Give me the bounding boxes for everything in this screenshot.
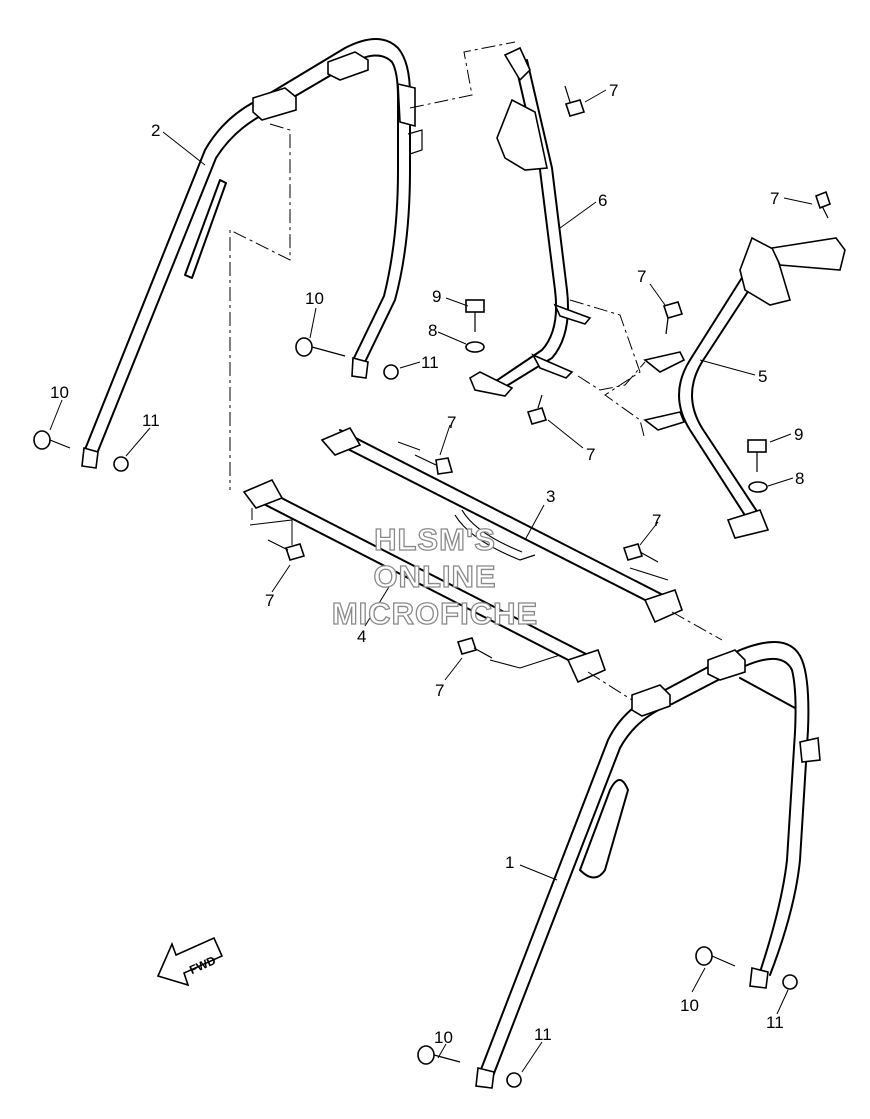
bolt-7-icon[interactable] — [564, 85, 586, 117]
callout-bolt-7: 7 — [652, 511, 661, 530]
bolt-7-icon[interactable] — [662, 301, 684, 335]
washer-8-icon[interactable] — [748, 481, 768, 493]
part-1-front-roll-bar[interactable] — [475, 641, 821, 1089]
part-5-stay-bracket[interactable] — [643, 236, 846, 539]
callout-nut-11: 11 — [766, 1013, 784, 1032]
bolt-9-icon[interactable] — [465, 299, 485, 332]
watermark: HLSM'S ONLINE MICROFICHE — [331, 521, 538, 631]
callout-washer-8: 8 — [428, 321, 437, 340]
nut-11-icon[interactable] — [506, 1072, 522, 1088]
callout-washer-8: 8 — [795, 469, 804, 488]
callout-bolt-10: 10 — [434, 1028, 453, 1047]
bolt-7-icon[interactable] — [526, 394, 548, 425]
callout-part-2: 2 — [151, 121, 160, 140]
washer-8-icon[interactable] — [465, 341, 485, 353]
fwd-arrow-icon: FWD — [156, 936, 224, 987]
callout-part-3: 3 — [546, 487, 555, 506]
bolt-7-icon[interactable] — [267, 539, 306, 561]
bolt-7-icon[interactable] — [456, 637, 493, 659]
callout-bolt-9: 9 — [794, 425, 803, 444]
watermark-line-3: MICROFICHE — [332, 596, 538, 631]
leader-lines — [49, 89, 813, 1073]
watermark-line-1: HLSM'S — [374, 522, 496, 557]
callout-part-1: 1 — [505, 853, 514, 872]
hardware — [33, 85, 831, 1088]
callout-bolt-7: 7 — [770, 189, 779, 208]
callout-bolt-10: 10 — [680, 996, 699, 1015]
part-2-rear-roll-bar[interactable] — [81, 38, 423, 469]
callout-bolt-7: 7 — [435, 681, 444, 700]
callout-bolt-7: 7 — [586, 445, 595, 464]
bolt-7-icon[interactable] — [414, 454, 454, 475]
part-4-cross-bar[interactable] — [242, 478, 606, 684]
nut-11-icon[interactable] — [782, 974, 798, 990]
bolt-10-icon[interactable] — [33, 430, 71, 450]
callout-bolt-7: 7 — [609, 81, 618, 100]
callout-bolt-7: 7 — [637, 267, 646, 286]
callout-bolt-7: 7 — [265, 591, 274, 610]
bolt-10-icon[interactable] — [295, 337, 346, 357]
bolt-10-icon[interactable] — [417, 1045, 461, 1065]
bolt-10-icon[interactable] — [695, 946, 736, 967]
bolt-7-icon[interactable] — [815, 190, 831, 219]
callout-bolt-10: 10 — [50, 383, 69, 402]
callout-nut-11: 11 — [534, 1025, 552, 1044]
callout-part-4: 4 — [357, 627, 366, 646]
nut-11-icon[interactable] — [113, 456, 129, 472]
callout-part-5: 5 — [758, 367, 767, 386]
callout-nut-11: 11 — [142, 411, 160, 430]
bolt-7-icon[interactable] — [622, 543, 659, 563]
callout-bolt-9: 9 — [432, 287, 441, 306]
part-3-cross-bar[interactable] — [320, 426, 683, 624]
bolt-9-icon[interactable] — [747, 439, 767, 472]
callout-bolt-7: 7 — [447, 413, 456, 432]
assembly-lines — [229, 41, 723, 701]
callouts: 1 2 3 4 5 6 7 7 7 7 7 7 7 7 8 8 9 9 10 1… — [50, 81, 804, 1047]
watermark-line-2: ONLINE — [373, 559, 496, 594]
part-6-stay-bracket[interactable] — [468, 46, 592, 397]
nut-11-icon[interactable] — [383, 364, 399, 380]
callout-bolt-10: 10 — [305, 289, 324, 308]
callout-nut-11: 11 — [421, 353, 439, 372]
callout-part-6: 6 — [598, 191, 607, 210]
